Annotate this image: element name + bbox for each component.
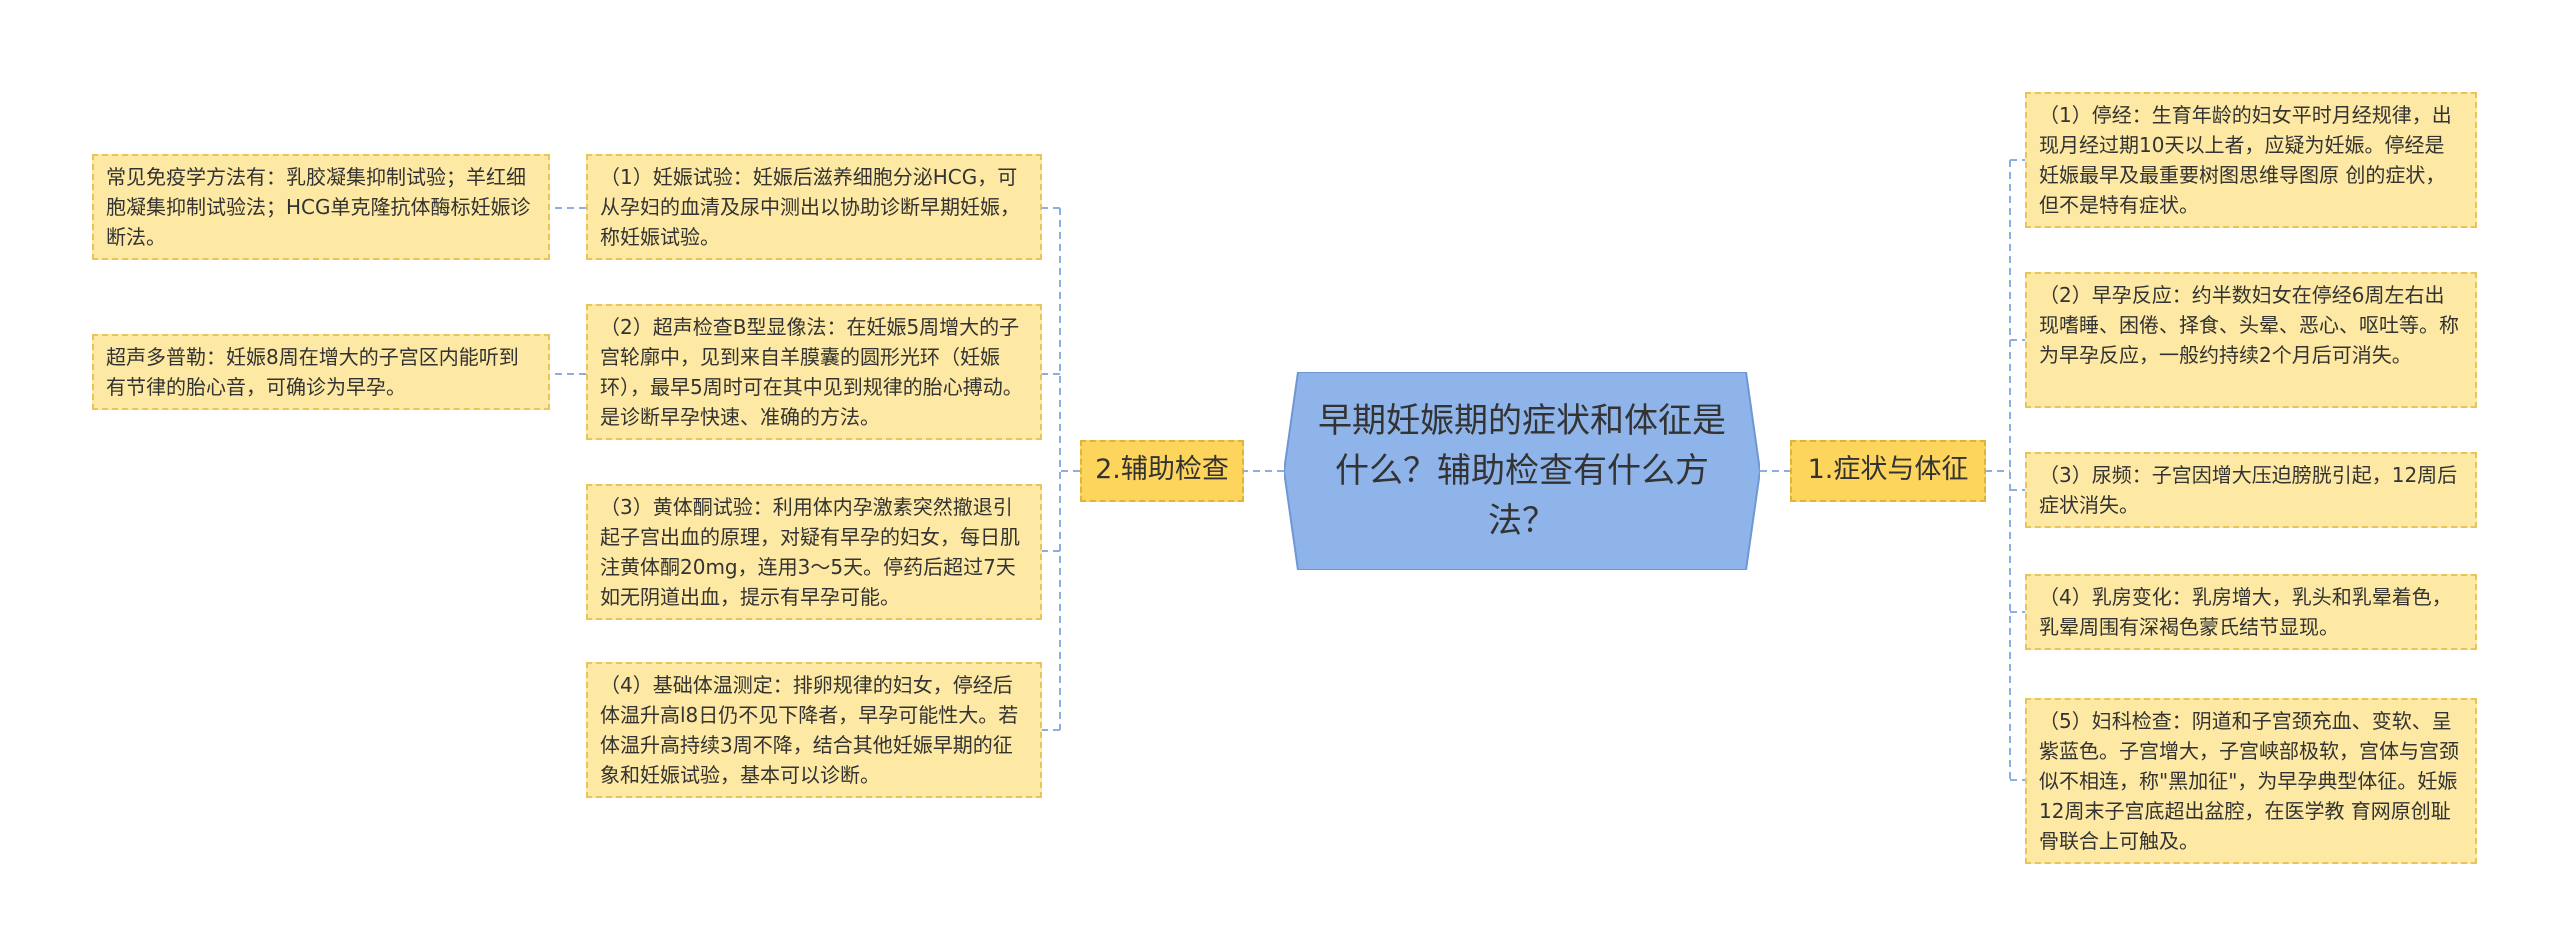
leaf-ultrasound-b-mode-text: （2）超声检查B型显像法：在妊娠5周增大的子宫轮廓中，见到来自羊膜囊的圆形光环（… bbox=[600, 315, 1023, 429]
leaf-immunology-methods-text: 常见免疫学方法有：乳胶凝集抑制试验；羊红细胞凝集抑制试验法；HCG单克隆抗体酶标… bbox=[106, 165, 531, 249]
leaf-frequent-urination-text: （3）尿频：子宫因增大压迫膀胱引起，12周后症状消失。 bbox=[2039, 463, 2458, 517]
leaf-doppler-ultrasound[interactable]: 超声多普勒：妊娠8周在增大的子宫区内能听到有节律的胎心音，可确诊为早孕。 bbox=[92, 334, 550, 410]
leaf-pregnancy-test[interactable]: （1）妊娠试验：妊娠后滋养细胞分泌HCG，可从孕妇的血清及尿中测出以协助诊断早期… bbox=[586, 154, 1042, 260]
leaf-morning-sickness[interactable]: （2）早孕反应：约半数妇女在停经6周左右出现嗜睡、困倦、择食、头晕、恶心、呕吐等… bbox=[2025, 272, 2477, 408]
central-topic-title: 早期妊娠期的症状和体征是什么？辅助检查有什么方法？ bbox=[1318, 401, 1726, 541]
leaf-doppler-ultrasound-text: 超声多普勒：妊娠8周在增大的子宫区内能听到有节律的胎心音，可确诊为早孕。 bbox=[106, 345, 519, 399]
leaf-progesterone-test[interactable]: （3）黄体酮试验：利用体内孕激素突然撤退引起子宫出血的原理，对疑有早孕的妇女，每… bbox=[586, 484, 1042, 620]
branch-symptoms-signs-label: 1.症状与体征 bbox=[1807, 454, 1969, 485]
leaf-breast-changes[interactable]: （4）乳房变化：乳房增大，乳头和乳晕着色，乳晕周围有深褐色蒙氏结节显现。 bbox=[2025, 574, 2477, 650]
leaf-amenorrhea[interactable]: （1）停经：生育年龄的妇女平时月经规律，出现月经过期10天以上者，应疑为妊娠。停… bbox=[2025, 92, 2477, 228]
branch-symptoms-signs[interactable]: 1.症状与体征 bbox=[1790, 440, 1986, 502]
central-topic-shape bbox=[1284, 372, 1760, 570]
branch-auxiliary-exams[interactable]: 2.辅助检查 bbox=[1080, 440, 1244, 502]
leaf-frequent-urination[interactable]: （3）尿频：子宫因增大压迫膀胱引起，12周后症状消失。 bbox=[2025, 452, 2477, 528]
leaf-basal-body-temperature-text: （4）基础体温测定：排卵规律的妇女，停经后体温升高l8日仍不见下降者，早孕可能性… bbox=[600, 673, 1019, 787]
leaf-morning-sickness-text: （2）早孕反应：约半数妇女在停经6周左右出现嗜睡、困倦、择食、头晕、恶心、呕吐等… bbox=[2039, 283, 2459, 367]
central-topic[interactable]: 早期妊娠期的症状和体征是什么？辅助检查有什么方法？ bbox=[1284, 372, 1760, 570]
leaf-basal-body-temperature[interactable]: （4）基础体温测定：排卵规律的妇女，停经后体温升高l8日仍不见下降者，早孕可能性… bbox=[586, 662, 1042, 798]
branch-auxiliary-exams-label: 2.辅助检查 bbox=[1095, 454, 1229, 485]
leaf-pregnancy-test-text: （1）妊娠试验：妊娠后滋养细胞分泌HCG，可从孕妇的血清及尿中测出以协助诊断早期… bbox=[600, 165, 1020, 249]
leaf-amenorrhea-text: （1）停经：生育年龄的妇女平时月经规律，出现月经过期10天以上者，应疑为妊娠。停… bbox=[2039, 103, 2452, 217]
leaf-ultrasound-b-mode[interactable]: （2）超声检查B型显像法：在妊娠5周增大的子宫轮廓中，见到来自羊膜囊的圆形光环（… bbox=[586, 304, 1042, 440]
leaf-progesterone-test-text: （3）黄体酮试验：利用体内孕激素突然撤退引起子宫出血的原理，对疑有早孕的妇女，每… bbox=[600, 495, 1020, 609]
leaf-gynecologic-exam[interactable]: （5）妇科检查：阴道和子宫颈充血、变软、呈紫蓝色。子宫增大，子宫峡部极软，宫体与… bbox=[2025, 698, 2477, 864]
leaf-immunology-methods[interactable]: 常见免疫学方法有：乳胶凝集抑制试验；羊红细胞凝集抑制试验法；HCG单克隆抗体酶标… bbox=[92, 154, 550, 260]
leaf-gynecologic-exam-text: （5）妇科检查：阴道和子宫颈充血、变软、呈紫蓝色。子宫增大，子宫峡部极软，宫体与… bbox=[2039, 709, 2459, 853]
leaf-breast-changes-text: （4）乳房变化：乳房增大，乳头和乳晕着色，乳晕周围有深褐色蒙氏结节显现。 bbox=[2039, 585, 2452, 639]
